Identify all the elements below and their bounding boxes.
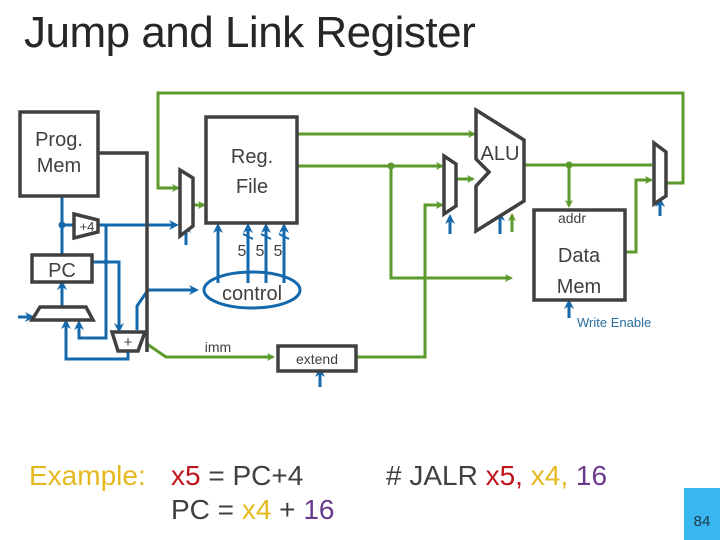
- example-line-2: PC = x4 + 16: [171, 494, 334, 526]
- comment-src: x4,: [530, 460, 569, 491]
- reg-file-block: [204, 115, 299, 225]
- reg-width-1: 5: [238, 243, 247, 260]
- page-number-badge: 84: [684, 488, 720, 540]
- example-line2-pre: PC =: [171, 494, 242, 525]
- reg-width-3: 5: [274, 243, 283, 260]
- addr-label: addr: [558, 210, 586, 226]
- plus4-label: +4: [80, 219, 95, 234]
- write-enable-label: Write Enable: [577, 315, 651, 330]
- comment-pre: # JALR: [386, 460, 486, 491]
- example-line1-rest: = PC+4: [200, 460, 304, 491]
- pc-mux: [28, 305, 96, 322]
- datamem-out-wire: [625, 176, 653, 254]
- extend-block: [276, 344, 358, 373]
- reg-file-label-1: Reg.: [231, 146, 273, 168]
- imm-label: imm: [205, 339, 231, 355]
- store-data-wire: [389, 166, 513, 282]
- prog-mem-label-2: Mem: [37, 155, 81, 177]
- prog-mem-label-1: Prog.: [35, 129, 83, 151]
- branch-adder: [109, 330, 148, 353]
- example-label: Example:: [29, 460, 146, 491]
- control-label: control: [222, 283, 282, 305]
- alu-block: [474, 106, 526, 235]
- page-number: 84: [693, 513, 711, 530]
- pc-label: PC: [48, 260, 76, 282]
- pc-register: [30, 253, 94, 284]
- example-dest-reg: x5: [171, 460, 201, 491]
- alu-input-mux: [442, 152, 458, 218]
- writeback-wire: [156, 91, 685, 192]
- extend-out-wire: [357, 201, 444, 359]
- control-unit: [202, 270, 302, 310]
- example-line2-mid: +: [271, 494, 304, 525]
- example-src-reg: x4: [241, 494, 272, 525]
- example-imm: 16: [303, 494, 335, 525]
- reg-width-2: 5: [256, 243, 265, 260]
- regfile-input-mux: [178, 166, 195, 240]
- comment-imm: 16: [575, 460, 608, 491]
- plus4-adder: [72, 211, 100, 241]
- alu-label: ALU: [481, 143, 520, 165]
- data-mem-block: [532, 208, 627, 302]
- comment-dest: x5,: [485, 460, 523, 491]
- imm-wire: [146, 342, 275, 361]
- data-mem-label-2: Mem: [557, 276, 601, 298]
- writeback-mux: [652, 139, 668, 208]
- adder-label: +: [124, 334, 133, 351]
- prog-mem-block: [18, 110, 100, 198]
- extend-label: extend: [296, 351, 338, 367]
- slide-title: Jump and Link Register: [24, 8, 476, 57]
- example-line-1: x5 = PC+4: [171, 460, 303, 492]
- example-comment: # JALR x5, x4, 16: [386, 460, 607, 492]
- reg-file-label-2: File: [236, 176, 268, 198]
- data-mem-label-1: Data: [558, 245, 601, 267]
- green-wires: [146, 91, 685, 361]
